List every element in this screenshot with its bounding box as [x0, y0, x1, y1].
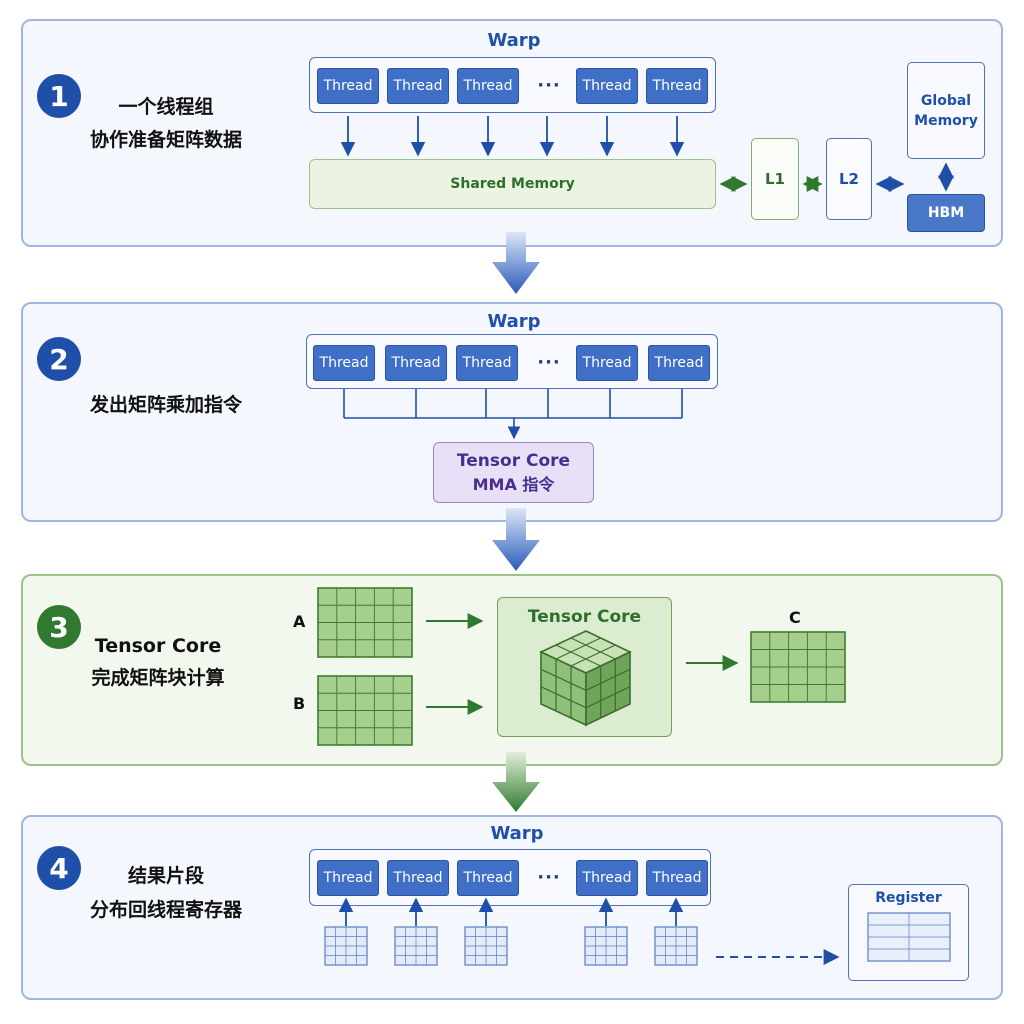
ellipsis-2: ··· [537, 352, 561, 373]
hbm-label: HBM [927, 205, 965, 221]
tensor-core-cube-icon [539, 630, 632, 727]
step-4-badge: 4 [37, 846, 81, 890]
register-table [867, 912, 951, 962]
thread-1-1: Thread [317, 68, 379, 104]
step-1-subtitle: 协作准备矩阵数据 [89, 129, 242, 151]
matrix-c [750, 631, 846, 703]
thread-2-3: Thread [456, 345, 518, 381]
thread-2-2: Thread [385, 345, 447, 381]
fragment-grid-5 [654, 926, 698, 966]
hbm: HBM [907, 194, 985, 232]
fragment-grid-3 [464, 926, 508, 966]
thread-to-shared-arrows [340, 116, 685, 157]
fragment-grid-2 [394, 926, 438, 966]
thread-2-1: Thread [313, 345, 375, 381]
step-2-badge: 2 [37, 337, 81, 381]
thread-1-3: Thread [457, 68, 519, 104]
warp-label-2: Warp [487, 311, 541, 332]
shared-memory: Shared Memory [309, 159, 716, 209]
l2-cache: L2 [826, 138, 872, 220]
l2-label: L2 [839, 170, 859, 188]
tensor-core-mma: Tensor Core MMA 指令 [433, 442, 594, 503]
step-4-subtitle: 分布回线程寄存器 [89, 899, 242, 921]
l1-cache: L1 [751, 138, 799, 220]
step-4-title: 结果片段 [127, 865, 204, 887]
tensor-core-mma-title: Tensor Core [456, 450, 571, 471]
down-arrow-1-2 [492, 232, 540, 294]
down-arrow-3-4 [492, 752, 540, 812]
thread-1-5: Thread [646, 68, 708, 104]
thread-4-3: Thread [457, 860, 519, 896]
warp-label-1: Warp [487, 30, 541, 51]
step-3-subtitle: 完成矩阵块计算 [91, 667, 225, 689]
l1-label: L1 [765, 170, 785, 188]
ellipsis-1: ··· [537, 75, 561, 96]
thread-1-2: Thread [387, 68, 449, 104]
step-2-title: 发出矩阵乘加指令 [89, 394, 242, 416]
matrix-a-label: A [293, 612, 306, 631]
down-arrow-2-3 [492, 508, 540, 571]
thread-4-1: Thread [317, 860, 379, 896]
global-memory: Global Memory [907, 62, 985, 159]
matrix-c-label: C [789, 608, 801, 627]
global-memory-label-1: Global [920, 92, 972, 109]
thread-1-4: Thread [576, 68, 638, 104]
register-label: Register [875, 890, 942, 906]
step-4-panel [21, 815, 1003, 1000]
matrix-b [317, 675, 413, 746]
tensor-core-compute-label: Tensor Core [527, 607, 642, 627]
tensor-core-mma-subtitle: MMA 指令 [472, 474, 555, 494]
shared-memory-label: Shared Memory [450, 176, 575, 192]
thread-2-5: Thread [648, 345, 710, 381]
fragment-grid-4 [584, 926, 628, 966]
thread-4-4: Thread [576, 860, 638, 896]
matrix-b-label: B [293, 694, 306, 713]
step-3-title: Tensor Core [94, 635, 222, 657]
warp-label-4: Warp [490, 823, 544, 844]
thread-2-4: Thread [576, 345, 638, 381]
fragment-grid-1 [324, 926, 368, 966]
step-1-title: 一个线程组 [118, 96, 214, 118]
ellipsis-4: ··· [537, 867, 561, 888]
fragment-to-thread-arrows [338, 897, 684, 926]
step-1-badge: 1 [37, 74, 81, 118]
thread-4-2: Thread [387, 860, 449, 896]
thread-4-5: Thread [646, 860, 708, 896]
step-3-badge: 3 [37, 605, 81, 649]
thread-bracket-lines [343, 389, 683, 440]
matrix-a [317, 587, 413, 658]
global-memory-label-2: Memory [914, 112, 978, 129]
